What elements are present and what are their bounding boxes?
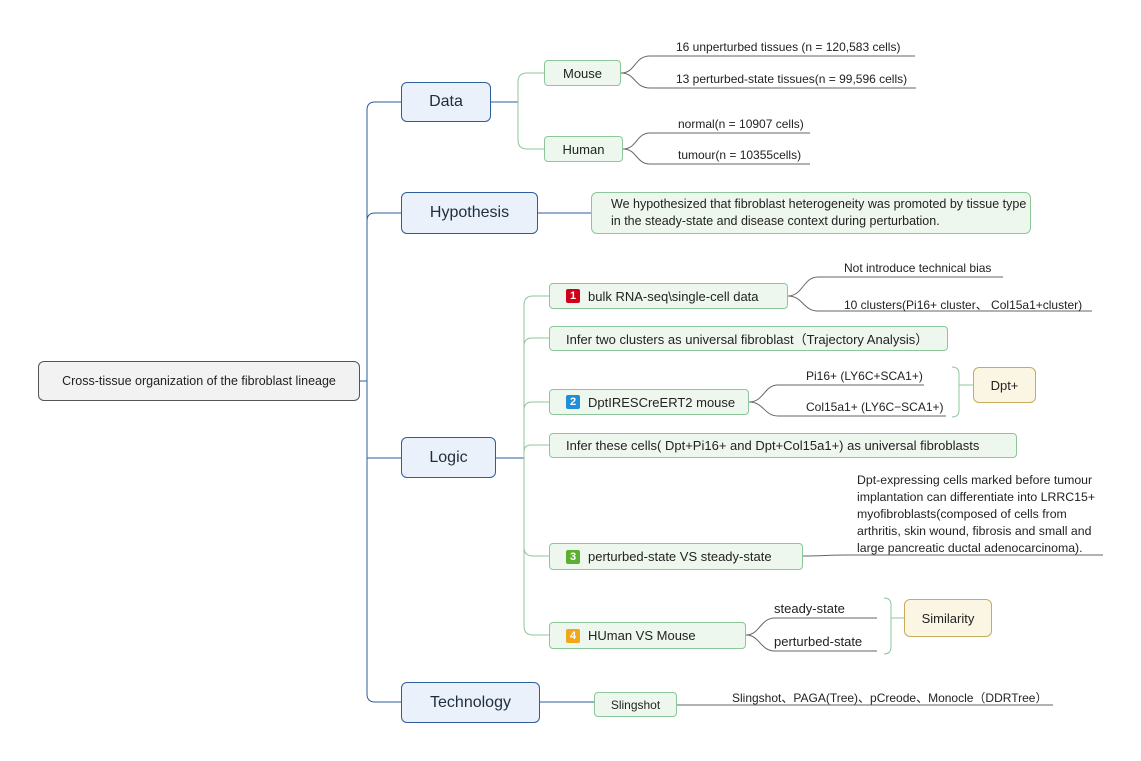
step2-leaf-pi16: Pi16+ (LY6C+SCA1+): [806, 369, 923, 383]
step3-description-line: arthritis, skin wound, fibrosis and smal…: [857, 524, 1092, 538]
data-node[interactable]: Data: [401, 82, 491, 122]
step1-leaf-bias: Not introduce technical bias: [844, 261, 992, 275]
human-label: Human: [562, 141, 605, 157]
step4-leaf-perturbed: perturbed-state: [774, 634, 863, 649]
number-1-badge: 1: [566, 289, 580, 303]
step3-description-line: myofibroblasts(composed of cells from: [857, 507, 1067, 521]
hypothesis-text: We hypothesized that fibroblast heteroge…: [611, 197, 1027, 228]
mouse-leaf-perturbed: 13 perturbed-state tissues(n = 99,596 ce…: [676, 72, 908, 86]
logic-step4-node[interactable]: 4 HUman VS Mouse: [549, 622, 746, 649]
root-label: Cross-tissue organization of the fibrobl…: [62, 374, 336, 388]
hypothesis-label: Hypothesis: [429, 204, 510, 221]
hypothesis-node[interactable]: Hypothesis: [401, 192, 538, 234]
number-2-badge: 2: [566, 395, 580, 409]
logic-infer1-node[interactable]: Infer two clusters as universal fibrobla…: [549, 326, 948, 351]
step3-description-line: Dpt-expressing cells marked before tumou…: [857, 473, 1093, 487]
step4-leaf-steady: steady-state: [774, 601, 845, 616]
human-node[interactable]: Human: [544, 136, 623, 162]
number-3-badge: 3: [566, 549, 580, 564]
tech-leaf-tools: Slingshot、PAGA(Tree)、pCreode、Monocle（DDR…: [732, 691, 1048, 705]
step3-description-line: large pancreatic ductal adenocarcinoma).: [857, 541, 1083, 555]
logic-step2-label: DptIRESCreERT2 mouse: [588, 394, 736, 410]
logic-step4-label: HUman VS Mouse: [588, 628, 696, 643]
logic-infer2-label: Infer these cells( Dpt+Pi16+ and Dpt+Col…: [566, 438, 980, 453]
technology-node[interactable]: Technology: [401, 682, 540, 723]
dpt-summary-label: Dpt+: [990, 377, 1019, 393]
similarity-summary-node[interactable]: Similarity: [904, 599, 992, 637]
mouse-node[interactable]: Mouse: [544, 60, 621, 86]
logic-step1-node[interactable]: 1 bulk RNA-seq\single-cell data: [549, 283, 788, 309]
logic-node[interactable]: Logic: [401, 437, 496, 478]
logic-step1-label: bulk RNA-seq\single-cell data: [588, 288, 759, 304]
logic-step2-node[interactable]: 2 DptIRESCreERT2 mouse: [549, 389, 749, 415]
logic-label: Logic: [429, 448, 468, 466]
hypothesis-text-box[interactable]: We hypothesized that fibroblast heteroge…: [591, 192, 1031, 234]
step3-description: Dpt-expressing cells marked before tumou…: [857, 472, 1107, 557]
mouse-label: Mouse: [562, 65, 603, 81]
similarity-summary-label: Similarity: [921, 610, 975, 626]
logic-infer1-label: Infer two clusters as universal fibrobla…: [566, 332, 929, 347]
mouse-leaf-unperturbed: 16 unperturbed tissues (n = 120,583 cell…: [676, 40, 901, 54]
step2-leaf-col15a1: Col15a1+ (LY6C−SCA1+): [806, 400, 944, 414]
human-leaf-tumour: tumour(n = 10355cells): [678, 148, 802, 162]
number-4-badge: 4: [566, 628, 580, 643]
technology-label: Technology: [430, 693, 511, 711]
data-label: Data: [429, 93, 463, 110]
logic-step3-node[interactable]: 3 perturbed-state VS steady-state: [549, 543, 803, 570]
slingshot-node[interactable]: Slingshot: [594, 692, 677, 717]
root-node[interactable]: Cross-tissue organization of the fibrobl…: [38, 361, 360, 401]
step3-description-line: implantation can differentiate into LRRC…: [857, 490, 1096, 504]
human-leaf-normal: normal(n = 10907 cells): [678, 117, 804, 131]
dpt-summary-node[interactable]: Dpt+: [973, 367, 1036, 403]
slingshot-label: Slingshot: [610, 697, 661, 712]
step1-leaf-clusters: 10 clusters(Pi16+ cluster、 Col15a1+clust…: [844, 298, 1083, 312]
logic-step3-label: perturbed-state VS steady-state: [588, 549, 772, 564]
logic-infer2-node[interactable]: Infer these cells( Dpt+Pi16+ and Dpt+Col…: [549, 433, 1017, 458]
